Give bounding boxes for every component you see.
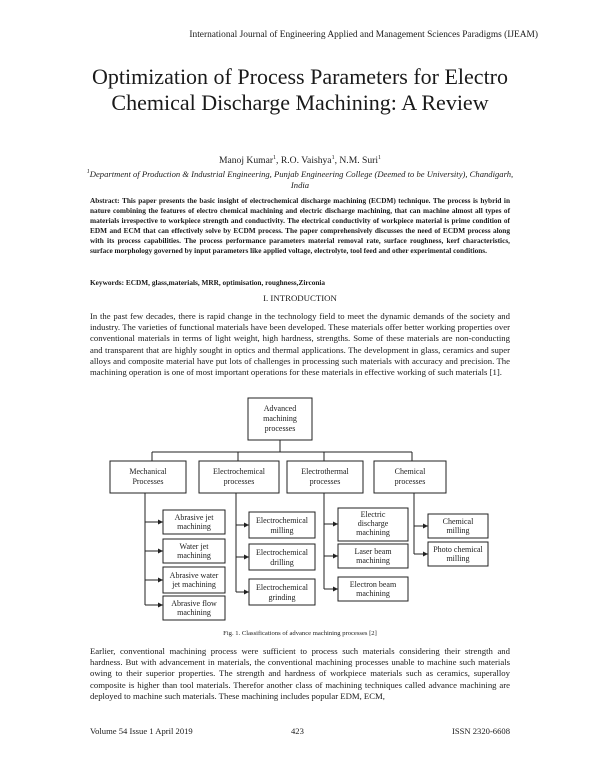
- abstract-label: Abstract:: [90, 196, 120, 205]
- arrow-head: [333, 553, 338, 559]
- category-box: [109, 460, 187, 494]
- author-name: Manoj Kumar: [218, 155, 274, 167]
- keywords-label: Keywords:: [90, 278, 125, 287]
- footer-volume: Volume 54 Issue 1 April 2019: [90, 726, 193, 736]
- category-box: [286, 460, 364, 494]
- author-affil-mark: 1: [378, 155, 382, 161]
- arrow-head: [158, 548, 163, 554]
- affil-mark: 1: [86, 169, 90, 175]
- section-heading: I. INTRODUCTION: [263, 293, 337, 303]
- arrow-head: [333, 586, 338, 592]
- footer-issn: ISSN 2320-6608: [451, 726, 510, 736]
- author-affil-mark: 1: [273, 155, 277, 161]
- abstract-text: This paper presents the basic insight of…: [90, 196, 511, 256]
- arrow-head: [244, 554, 249, 560]
- arrow-head: [158, 577, 163, 583]
- author-separator: ,: [276, 155, 281, 167]
- author-separator: ,: [334, 155, 340, 167]
- intro-paragraph-2: Earlier, conventional machining process …: [90, 646, 510, 701]
- keywords: Keywords: ECDM, glass,materials, MRR, op…: [90, 278, 510, 287]
- keywords-text: ECDM, glass,materials, MRR, optimisation…: [125, 278, 326, 287]
- figure-caption: Fig. 1. Classifications of advance machi…: [223, 630, 377, 637]
- affiliation-text: Department of Production & Industrial En…: [89, 168, 514, 190]
- author-name: R.O. Vaishya: [280, 155, 332, 167]
- abstract: Abstract: This paper presents the basic …: [90, 196, 510, 257]
- journal-header: International Journal of Engineering App…: [189, 30, 538, 40]
- paper-title: Optimization of Process Parameters for E…: [91, 64, 509, 115]
- affiliation: 1Department of Production & Industrial E…: [80, 167, 520, 191]
- author-list: Manoj Kumar1, R.O. Vaishya1, N.M. Suri1: [60, 155, 540, 166]
- arrow-head: [423, 523, 428, 529]
- leaf-box: [337, 507, 409, 542]
- author-affil-mark: 1: [331, 155, 335, 161]
- leaf-box: [162, 595, 226, 621]
- arrow-head: [244, 522, 249, 528]
- arrow-head: [158, 602, 163, 608]
- category-box: [373, 460, 447, 494]
- arrow-head: [158, 519, 163, 525]
- footer-page-number: 423: [291, 726, 304, 736]
- arrow-head: [423, 551, 428, 557]
- intro-paragraph-1: In the past few decades, there is rapid …: [90, 311, 510, 378]
- arrow-head: [333, 521, 338, 527]
- category-box: [198, 460, 280, 494]
- author-name: N.M. Suri: [339, 155, 379, 167]
- arrow-head: [244, 589, 249, 595]
